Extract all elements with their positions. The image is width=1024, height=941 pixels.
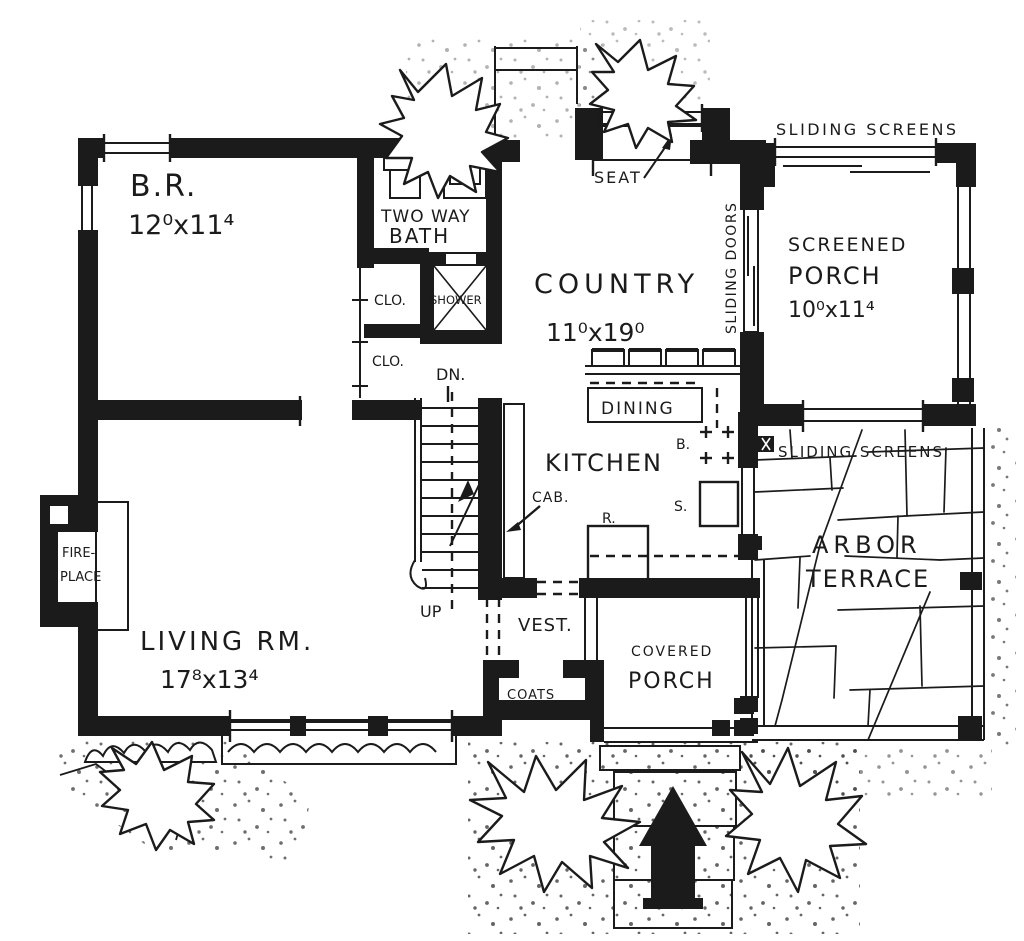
shower-stall xyxy=(420,252,500,344)
bedroom-label: B.R. xyxy=(130,169,197,204)
living-room-dims: 17⁸x13⁴ xyxy=(160,665,258,694)
stairs-up-label: UP xyxy=(420,602,442,621)
bush-icon xyxy=(588,38,698,150)
coats-label: COATS xyxy=(507,688,555,703)
dining-label: DINING xyxy=(601,399,675,419)
sink-label: S. xyxy=(674,499,687,515)
closet-lower-label: CLO. xyxy=(372,354,404,370)
kitchen-b-label: B. xyxy=(676,437,690,453)
cabinet-label: CAB. xyxy=(532,490,569,506)
entry-direction-arrow-icon xyxy=(639,786,707,909)
screened-porch-label-2: PORCH xyxy=(788,262,882,290)
dimension-ticks xyxy=(102,104,938,742)
exterior-walls xyxy=(78,108,982,742)
country-room-label: COUNTRY xyxy=(534,269,699,300)
fireplace-label-2: PLACE xyxy=(60,570,101,585)
seat-label: SEAT xyxy=(594,168,642,187)
sliding-screens-terrace-label: SLIDING SCREENS xyxy=(778,443,944,461)
dining-banquette xyxy=(585,348,742,423)
sliding-doors-label: SLIDING DOORS xyxy=(724,202,740,334)
room-labels: B.R. 12⁰x11⁴ TWO WAY BATH CLO. SHOWER CL… xyxy=(60,120,959,703)
country-room-dims: 11⁰x19⁰ xyxy=(546,318,644,347)
dashed-openings xyxy=(450,381,754,660)
arbor-label-1: ARBOR xyxy=(812,531,922,559)
bath-label-2: BATH xyxy=(389,224,450,248)
bush-icon xyxy=(378,62,510,200)
flagstone-pattern xyxy=(754,429,985,741)
shower-label: SHOWER xyxy=(430,293,482,307)
fireplace-label-1: FIRE- xyxy=(62,546,96,561)
arbor-label-2: TERRACE xyxy=(805,565,930,593)
staircase xyxy=(409,398,501,590)
bath-label-1: TWO WAY xyxy=(380,207,471,227)
stairs-down-label: DN. xyxy=(436,365,465,384)
bush-icon xyxy=(724,746,868,894)
kitchen-fixtures xyxy=(506,426,771,582)
covered-porch-label-2: PORCH xyxy=(628,669,715,694)
closet-upper-label: CLO. xyxy=(374,293,406,309)
vestibule-label: VEST. xyxy=(518,615,573,636)
fireplace-structure xyxy=(40,495,129,631)
screened-porch-dims: 10⁰x11⁴ xyxy=(788,298,875,323)
refrigerator-label: R. xyxy=(602,511,616,527)
screened-porch-label-1: SCREENED xyxy=(788,234,907,256)
bedroom-dims: 12⁰x11⁴ xyxy=(128,210,234,241)
living-room-label: LIVING RM. xyxy=(140,627,314,657)
bush-icon xyxy=(98,740,216,852)
sliding-screens-top-label: SLIDING SCREENS xyxy=(776,120,959,139)
bush-icon xyxy=(468,754,642,894)
kitchen-label: KITCHEN xyxy=(545,449,663,477)
plants xyxy=(98,38,868,894)
covered-porch-label-1: COVERED xyxy=(631,644,713,660)
